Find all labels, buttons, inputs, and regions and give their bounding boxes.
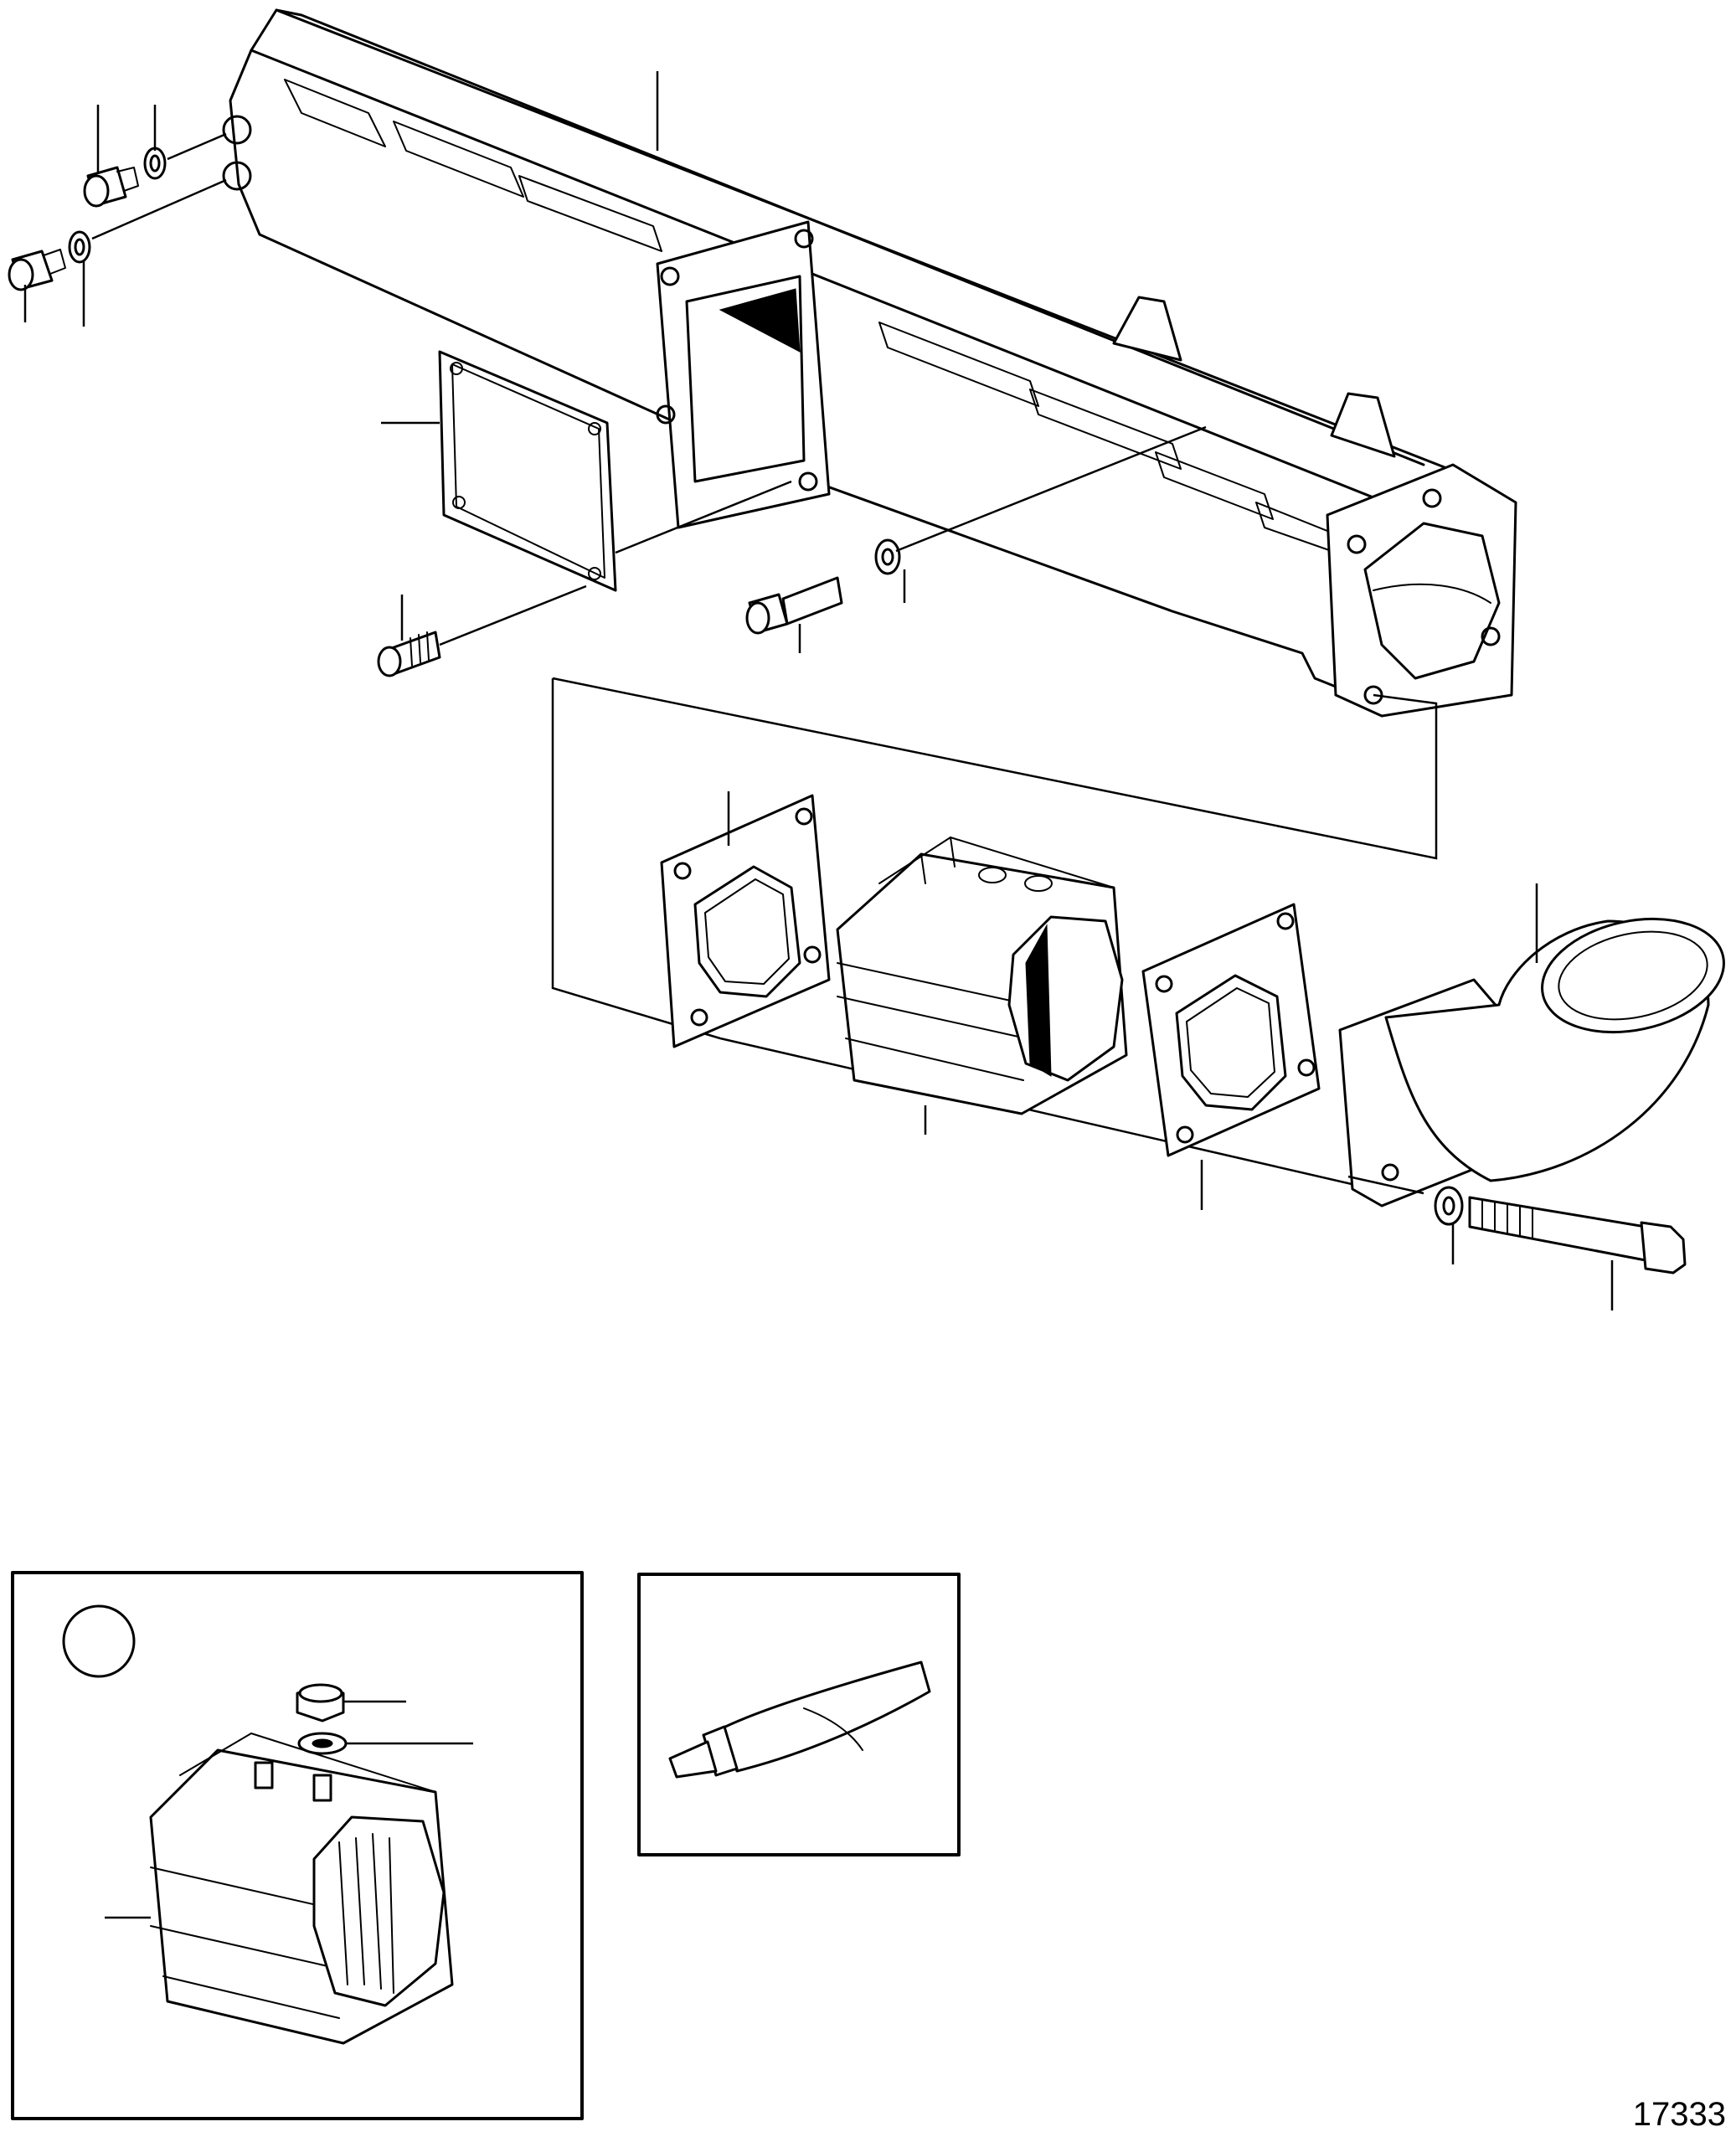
inset-insert [149,1733,454,2045]
elbow-washer [1434,1186,1464,1226]
washer-upper [143,147,167,180]
cover-screw [377,631,441,677]
manifold-bolt [745,576,843,635]
exhaust-manifold [222,8,1517,718]
callout-leaders [23,71,1614,1311]
plug-upper [83,166,139,208]
exhaust-elbow [1338,917,1725,1208]
figure-number: 17333 [1632,2096,1726,2133]
sealant-tube [668,1661,931,1779]
plug-lower [8,249,66,291]
inset-nut [296,1683,345,1722]
cover-gasket [438,350,617,592]
flange-gasket-right [1141,903,1321,1157]
washer-lower [68,230,91,264]
manifold-washer [874,538,901,575]
sealant-inset [637,1573,961,1856]
elbow-bolt [1468,1196,1687,1274]
flange-gasket-left [660,794,831,1048]
detail-inset [11,1571,584,2120]
heat-exchanger-insert [836,837,1128,1115]
inset-marker-circle [62,1604,136,1678]
